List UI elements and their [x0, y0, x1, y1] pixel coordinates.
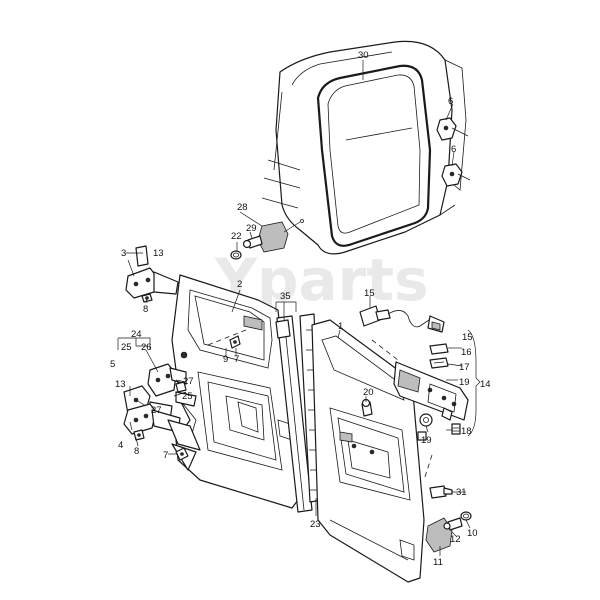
callout-16: 16 — [461, 347, 472, 358]
callout-29: 29 — [246, 223, 257, 234]
bolt-20 — [361, 398, 373, 417]
callout-15-top: 15 — [364, 288, 375, 299]
callout-10: 10 — [467, 528, 478, 539]
callout-31: 31 — [456, 487, 467, 498]
cable-harness-15 — [359, 305, 445, 333]
bolt-8-top — [141, 293, 153, 303]
callout-25-bottom: 25 — [182, 391, 193, 402]
bumper-buffer-28 — [257, 219, 304, 253]
callout-8-bottom: 8 — [134, 446, 139, 457]
callout-23: 23 — [310, 519, 321, 530]
guide-line-cable — [371, 339, 399, 361]
callout-22: 22 — [231, 231, 242, 242]
callout-27-lower: 27 — [151, 405, 162, 416]
callout-17: 17 — [459, 362, 470, 373]
hinge-plate-upper-6 — [436, 117, 469, 141]
screw-7-upper — [229, 335, 241, 349]
cap-10 — [460, 511, 472, 521]
clip-17 — [429, 357, 449, 369]
callout-19-right: 19 — [459, 377, 470, 388]
hinge-plate-lower-6 — [441, 163, 471, 187]
middle-hinge-24 — [147, 363, 187, 397]
callout-24: 24 — [131, 329, 142, 340]
callout-28: 28 — [237, 202, 248, 213]
callout-11: 11 — [433, 557, 443, 568]
lock-unit-14 — [393, 361, 469, 421]
bolt-8-bottom — [133, 429, 145, 441]
callout-7-lower: 7 — [163, 450, 168, 461]
screw-12 — [443, 517, 463, 531]
guide-line-lock — [423, 454, 433, 481]
washer-19 — [419, 413, 433, 427]
upper-hinge-3 — [125, 267, 179, 299]
cap-22 — [230, 250, 242, 260]
callout-14: 14 — [480, 379, 491, 390]
callout-30: 30 — [358, 50, 369, 61]
striker-31 — [429, 485, 453, 499]
callout-25-top: 25 — [121, 342, 132, 353]
clip-16 — [429, 343, 449, 355]
callout-9: 9 — [223, 354, 228, 365]
hinge-pin-13-top — [135, 245, 149, 267]
seal-strip-35 — [275, 315, 313, 513]
callout-26: 26 — [141, 342, 152, 353]
callout-4: 4 — [118, 440, 123, 451]
callout-20: 20 — [363, 387, 374, 398]
callout-18: 18 — [461, 426, 472, 437]
callout-15-right: 15 — [462, 332, 473, 343]
callout-3: 3 — [121, 248, 126, 259]
callout-7-upper: 7 — [234, 354, 239, 365]
door-seal-30 — [316, 64, 432, 247]
screw-7-lower-left — [175, 447, 189, 461]
right-door-1 — [311, 319, 425, 583]
callout-1: 1 — [338, 321, 343, 332]
leader-lines — [117, 60, 481, 556]
left-door-2 — [171, 274, 299, 509]
callout-19-lower: 19 — [421, 435, 432, 446]
callout-6-upper: 6 — [448, 96, 453, 107]
screw-29 — [242, 235, 263, 249]
callout-13-bottom: 13 — [115, 379, 126, 390]
screw-18 — [451, 423, 461, 435]
callout-27-upper: 27 — [183, 376, 194, 387]
callout-12: 12 — [450, 534, 461, 545]
callout-6-lower: 6 — [451, 144, 456, 155]
callout-labels: 30 6 6 28 29 22 3 13 8 2 35 15 1 24 25 2… — [110, 50, 491, 568]
callout-35: 35 — [280, 291, 291, 302]
guide-line-9 — [207, 329, 247, 346]
callout-2: 2 — [237, 279, 242, 290]
callout-8-top: 8 — [143, 304, 148, 315]
callout-13-top: 13 — [153, 248, 164, 259]
screw-19-lower — [417, 431, 427, 441]
callout-5: 5 — [110, 359, 115, 370]
